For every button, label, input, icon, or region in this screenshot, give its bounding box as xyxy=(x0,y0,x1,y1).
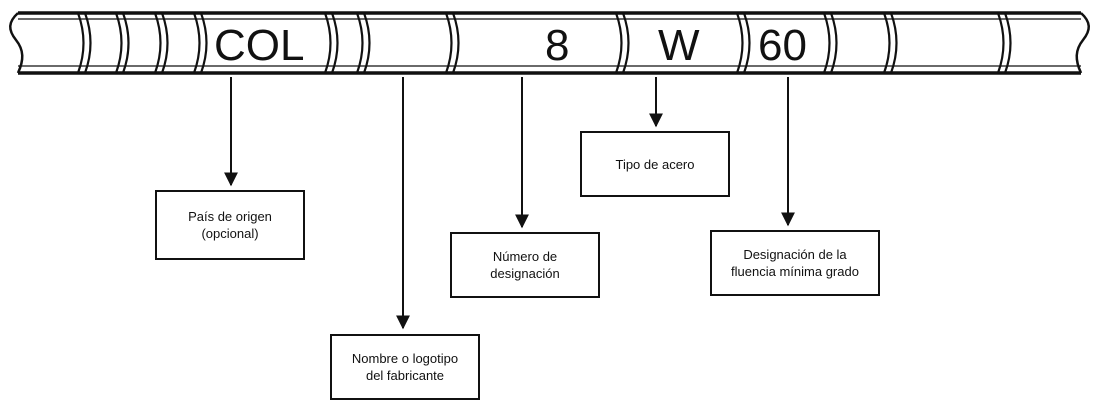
callout-size: Número de designación xyxy=(450,232,600,298)
callout-grade-line1: Designación de la xyxy=(743,247,847,262)
callout-country: País de origen (opcional) xyxy=(155,190,305,260)
rebar xyxy=(9,11,1090,75)
marking-size: 8 xyxy=(545,21,569,70)
callout-size-line2: designación xyxy=(490,266,560,281)
callout-country-line1: País de origen xyxy=(188,209,272,224)
marking-country: COL xyxy=(214,21,304,70)
callout-grade-line2: fluencia mínima grado xyxy=(731,264,859,279)
callout-manufacturer-line2: del fabricante xyxy=(365,368,445,383)
callout-grade: Designación de la fluencia mínima grado xyxy=(710,230,880,296)
callout-steel-type: Tipo de acero xyxy=(580,131,730,197)
callout-country-line2: (opcional) xyxy=(201,226,259,241)
leader-arrows xyxy=(224,77,795,330)
callout-size-line1: Número de xyxy=(492,249,558,264)
callout-manufacturer: Nombre o logotipo del fabricante xyxy=(330,334,480,400)
callout-steel-type-line1: Tipo de acero xyxy=(615,156,695,172)
bar-ribs xyxy=(76,12,1012,74)
bar-break-left xyxy=(9,12,24,74)
bar-break-right xyxy=(1075,12,1090,74)
callout-manufacturer-line1: Nombre o logotipo xyxy=(351,351,459,366)
marking-grade: 60 xyxy=(758,21,807,70)
marking-steel-type: W xyxy=(658,21,700,70)
